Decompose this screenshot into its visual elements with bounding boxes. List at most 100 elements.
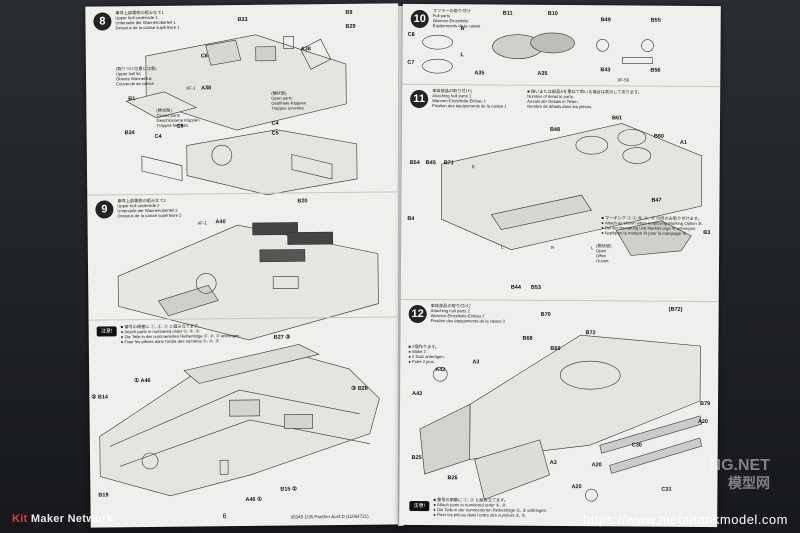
part-label: A38 [300,46,311,53]
part-label: R [460,26,465,33]
part-label: A42 [435,367,446,374]
part-label: B34 [124,130,135,137]
part-label: ② B14 [91,394,108,401]
part-label: C31 [661,486,672,493]
part-label: B15 ② [280,486,297,493]
caution-badge: 注意! [409,500,430,512]
step-10: 10 マフラーの取り付け Full parts Wannen-Einzeltei… [402,3,721,88]
part-label: C5 [176,123,184,130]
step-number: 8 [93,12,112,31]
caution-badge: 注意! [96,326,117,337]
part-label: A20 [697,418,709,426]
side-label: R [471,164,475,170]
part-label: B44 [510,284,521,291]
step-12: 12 車体部品の取り付け2 Attaching hull parts 2 Wan… [399,299,719,527]
part-label: (B72) [668,306,683,313]
part-label: B56 [650,67,661,74]
make-two-note: ■ 2個作ります。 ● Make 2. ● 2 Satz anfertigen.… [408,343,445,365]
watermark-brand-kit: Kit [12,513,28,525]
part-label: B10 [547,10,558,17]
part-label: B27 ③ [273,334,291,341]
part-label: B29 [345,23,356,30]
part-label: B72 [585,330,596,337]
part-label: B54 [409,159,420,167]
part-label: B9 [345,9,353,16]
part-label: B71 [443,160,454,167]
part-label: B61 [612,115,623,122]
part-label: L [460,52,464,59]
caution-text: ■ 番号の順番に ①, ②, ③ と組み立てます。 ● Attach parts… [120,323,241,345]
part-label: C4 [154,133,162,140]
part-label: B70 [540,311,551,318]
part-label: B1 [128,96,136,103]
part-label: A20 [571,484,582,491]
part-label: C4 [271,120,279,127]
part-label: B20 [297,198,308,205]
part-label: ③ B28 [351,385,368,392]
part-label: ① A46 [134,377,151,385]
callout-label: XF-56 [617,77,630,83]
open-text: (開状態) Open Offen Ouvert [596,243,612,264]
part-label: B25 [411,454,422,462]
part-label: B53 [530,284,541,291]
watermark-cn: 模型网 [728,475,770,491]
left-page: 8 車体上部裏側の組み立て1 Upper hull underside 1 Un… [85,3,404,528]
part-label: A1 [679,139,687,146]
part-label: B79 [700,400,711,408]
step-subtitle: マフラーの取り付け Full parts Wannen-Einzelteile … [432,8,481,29]
right-page-illustrations [419,32,703,502]
part-label: B47 [651,197,662,204]
step-8: 8 車体上部裏側の組み立て1 Upper hull underside 1 Un… [85,3,401,196]
caution-text: ■ 番号の順番に ①, ② と組み立てます。 ● Attach parts in… [433,497,548,518]
part-label: A20 [591,462,602,469]
side-label: L [501,244,504,250]
page-footer: 35345 1/35 Panther Ausf.D (11054721) [290,513,369,520]
step-subtitle: 車体部品の取り付け1 Attaching hull parts 1 Wannen… [432,88,507,109]
part-label: B43 [600,67,611,74]
part-label: B55 [650,17,661,24]
step-9: 9 車体上部裏側の組み立て2 Upper hull underside 2 Un… [87,191,402,321]
part-label: B11 [502,10,513,17]
side-label: L [591,245,594,251]
part-label: B49 [600,17,611,24]
step-subtitle: 車体部品の取り付け2 Attaching hull parts 2 Wannen… [430,303,506,324]
side-label: R [551,244,555,250]
step-subtitle: 車体上部裏側の組み立て1 Upper hull underside 1 Unte… [115,9,180,31]
part-label: A3 [472,359,480,366]
kitmaker-watermark: Kit Maker Network [12,513,113,525]
part-label: B26 [447,475,458,482]
step-number: 12 [408,304,427,324]
side-note: ■ 細いまたは部品Aを重ねて用いる場合は表示してあります。 Number of … [527,88,642,110]
open-parts-text: (開状態) Open parts Geöffnete Klappen Trapp… [271,90,307,111]
part-label: B69 [550,345,561,353]
part-label: B45 [425,160,436,167]
part-label: A40 [215,219,226,226]
part-label: A35 [537,70,548,77]
part-label: B19 [98,492,109,499]
part-label: C7 [407,59,415,66]
watermark-brand-rest: Maker Network [27,513,114,525]
part-label: A43 [412,390,423,398]
part-label: B3 [703,229,711,237]
step-number: 9 [95,200,114,219]
part-label: B60 [653,133,665,140]
right-page: 10 マフラーの取り付け Full parts Wannen-Einzeltei… [399,3,721,528]
part-label: A38 [201,85,212,92]
part-label: C6 [200,53,208,60]
part-label: A46 ① [245,496,263,504]
step-number: 10 [410,9,429,29]
step-note: (取りつけ位置に注意) Upper hull lid Oberes Wannen… [115,65,157,87]
part-label: A3 [549,459,557,466]
watermark-net: NG.NET [709,457,770,474]
callout-label: XF-1 [186,85,196,91]
part-label: B4 [407,215,415,222]
url-watermark: https://www.metaltankmodel.com [582,512,788,527]
step-number: 11 [410,89,429,109]
left-page-illustrations [99,34,380,497]
callout-label: XF-1 [197,220,207,226]
marking-note: ■ マーキング ① ② ⑩, ⑪, ⑫ の時のみ取り付けます。 ● Attach… [601,215,703,236]
page-number: 6 [222,513,227,521]
step-subtitle: 車体上部裏側の組み立て2 Upper hull underside 2 Unte… [117,197,182,219]
part-label: C5 [271,130,279,137]
part-label: B68 [522,335,533,342]
